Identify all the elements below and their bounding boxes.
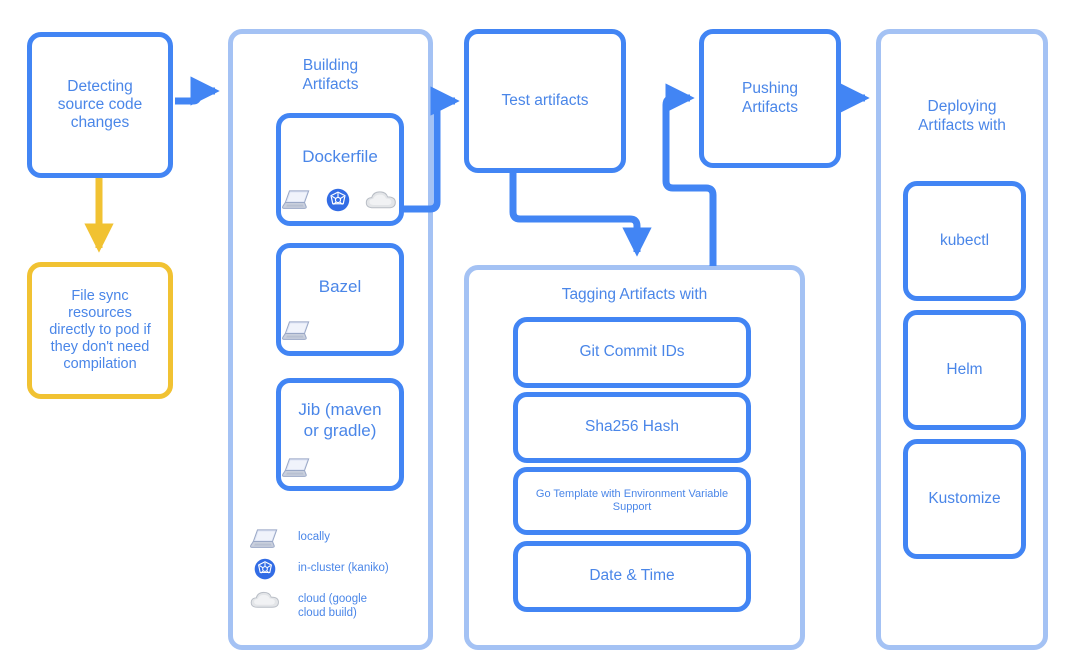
node-git-commit-ids[interactable]: Git Commit IDs — [513, 317, 751, 388]
node-kubectl-label: kubectl — [939, 231, 990, 249]
bazel-icon-row — [282, 315, 332, 347]
node-detecting-label: Detecting source code changes — [57, 77, 143, 132]
building-artifacts-title: Building Artifacts — [302, 57, 359, 93]
node-jib-label: Jib (maven or gradle) — [298, 400, 382, 440]
legend-item-in-cluster: in-cluster (kaniko) — [246, 558, 389, 580]
node-helm[interactable]: Helm — [903, 310, 1026, 430]
node-file-sync[interactable]: File sync resources directly to pod if t… — [27, 262, 173, 399]
cloud-icon — [246, 589, 284, 611]
legend-label-locally: locally — [298, 531, 330, 543]
kubernetes-icon — [326, 188, 350, 212]
node-kustomize-label: Kustomize — [928, 489, 1001, 507]
laptop-icon — [282, 188, 312, 212]
node-bazel-label: Bazel — [318, 277, 362, 297]
node-test-artifacts-label: Test artifacts — [501, 91, 589, 109]
node-git-commit-ids-label: Git Commit IDs — [579, 343, 685, 361]
jib-icon-row — [282, 452, 332, 484]
legend-item-cloud: cloud (google cloud build) — [246, 589, 367, 621]
cloud-icon — [364, 188, 398, 212]
node-kustomize[interactable]: Kustomize — [903, 439, 1026, 559]
node-detecting-source-code-changes[interactable]: Detecting source code changes — [27, 32, 173, 178]
node-pushing-artifacts-label: Pushing Artifacts — [741, 80, 798, 116]
node-pushing-artifacts[interactable]: Pushing Artifacts — [699, 29, 841, 168]
node-helm-label: Helm — [946, 360, 983, 378]
kubernetes-icon — [246, 558, 284, 580]
legend-item-locally: locally — [246, 527, 330, 551]
node-date-time[interactable]: Date & Time — [513, 541, 751, 612]
tagging-artifacts-title: Tagging Artifacts with — [561, 286, 708, 303]
legend-label-in-cluster: in-cluster (kaniko) — [298, 562, 389, 574]
wire-test-to-tagging — [509, 172, 652, 257]
node-test-artifacts[interactable]: Test artifacts — [464, 29, 626, 173]
laptop-icon — [282, 319, 312, 343]
laptop-icon — [282, 456, 312, 480]
building-legend: locally — [246, 527, 426, 637]
node-kubectl[interactable]: kubectl — [903, 181, 1026, 301]
deploying-artifacts-title: Deploying Artifacts with — [918, 98, 1006, 134]
node-go-template[interactable]: Go Template with Environment Variable Su… — [513, 467, 751, 535]
node-sha256-hash-label: Sha256 Hash — [585, 418, 679, 436]
legend-label-cloud: cloud (google cloud build) — [298, 593, 368, 620]
node-dockerfile-label: Dockerfile — [302, 147, 378, 167]
node-go-template-label: Go Template with Environment Variable Su… — [535, 488, 729, 513]
dockerfile-icon-row — [276, 180, 404, 220]
node-sha256-hash[interactable]: Sha256 Hash — [513, 392, 751, 463]
node-jib[interactable]: Jib (maven or gradle) — [276, 378, 404, 491]
wire-detecting-to-building — [175, 76, 220, 106]
laptop-icon — [246, 527, 284, 551]
node-file-sync-label: File sync resources directly to pod if t… — [49, 287, 151, 373]
node-date-time-label: Date & Time — [589, 567, 675, 585]
